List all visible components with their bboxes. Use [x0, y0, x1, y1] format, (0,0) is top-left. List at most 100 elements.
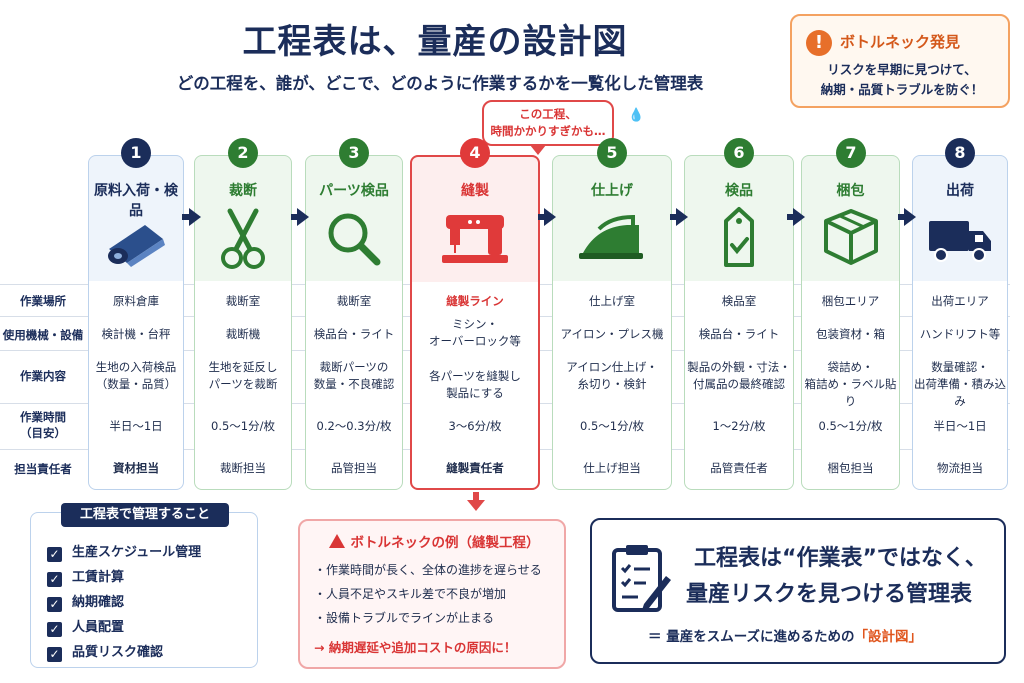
cell-content: 製品の外観・寸法・付属品の最終確認 — [687, 360, 791, 391]
flow-arrow-icon — [904, 208, 916, 226]
step-name: パーツ検品 — [319, 183, 389, 199]
step-column-2 — [194, 155, 292, 490]
step-number: 8 — [945, 138, 975, 168]
cell-machine: 検品台・ライト — [313, 327, 395, 341]
cell-machine: 検品台・ライト — [698, 327, 780, 341]
example-conclusion: → 納期遅延や追加コストの原因に！ — [314, 640, 517, 655]
sweat-drops-icon: 💧 — [628, 108, 645, 123]
step-name: 裁断 — [229, 183, 257, 199]
cell-place: 梱包エリア — [821, 294, 880, 308]
cell-owner: 物流担当 — [937, 461, 983, 475]
row-label-time: 作業時間 （目安） — [2, 409, 84, 441]
cell-owner: 資材担当 — [113, 461, 159, 475]
example-bullet: ・作業時間が長く、全体の進捗を遅らせる — [314, 563, 542, 577]
flow-arrow-icon — [189, 208, 201, 226]
cell-place: 原料倉庫 — [113, 294, 159, 308]
cell-time: 0.5〜1分/枚 — [818, 419, 883, 433]
page-title: 工程表は、量産の設計図 — [242, 22, 628, 62]
row-label-owner: 担当責任者 — [14, 462, 72, 476]
example-title: ボトルネックの例（縫製工程） — [350, 535, 540, 551]
step-column-5 — [552, 155, 672, 490]
cell-place: 仕上げ室 — [589, 294, 635, 308]
checkbox-icon: ✓ — [47, 572, 62, 587]
cell-owner: 裁断担当 — [220, 461, 266, 475]
cell-machine: 包装資材・箱 — [816, 327, 885, 341]
speech-bubble: この工程、 時間かかりすぎかも… — [482, 100, 614, 155]
step-number: 2 — [228, 138, 258, 168]
key-line-1: 工程表は“作業表”ではなく、 — [694, 546, 987, 571]
cell-place: 出荷エリア — [931, 294, 989, 308]
magnifier-icon — [328, 213, 381, 266]
cell-machine: アイロン・プレス機 — [560, 327, 664, 341]
cell-place: 裁断室 — [225, 294, 261, 308]
step-number: 4 — [460, 138, 490, 168]
cell-machine-line-1: ミシン・ — [452, 317, 498, 331]
clipboard-icon — [612, 545, 671, 612]
key-message-box: 工程表は“作業表”ではなく、 量産リスクを見つける管理表 ＝ 量産をスムーズに進… — [590, 518, 1006, 664]
page-subtitle: どの工程を、誰が、どこで、どのように作業するかを一覧化した管理表 — [176, 74, 704, 93]
cell-machine-line-2: オーバーロック等 — [429, 334, 521, 348]
tag-check-icon — [724, 207, 754, 267]
manage-list-box: 工程表で管理すること ✓生産スケジュール管理 ✓工賃計算 ✓納期確認 ✓人員配置… — [30, 503, 258, 668]
cell-content: 数量確認・出荷準備・積み込み — [914, 360, 1006, 408]
cell-time: 半日〜1日 — [109, 419, 163, 433]
checkbox-icon: ✓ — [47, 547, 62, 562]
warning-icon — [328, 534, 345, 548]
cell-content: 裁断パーツの数量・不良確認 — [313, 360, 395, 391]
cell-place: 縫製ライン — [446, 294, 504, 308]
manage-item: ✓品質リスク確認 — [47, 641, 163, 662]
row-label-time-2: （目安） — [20, 426, 66, 440]
fabric-roll-icon — [108, 225, 165, 267]
discovery-line-1: リスクを早期に見つけて、 — [827, 62, 977, 77]
discovery-line-2: 納期・品質トラブルを防ぐ！ — [820, 82, 984, 97]
step-number: 7 — [836, 138, 866, 168]
cell-place: 検品室 — [721, 294, 757, 308]
bottleneck-discovery-box: ! ボトルネック発見 リスクを早期に見つけて、 納期・品質トラブルを防ぐ！ — [790, 14, 1010, 108]
iron-icon — [579, 214, 643, 259]
manage-item: ✓納期確認 — [47, 591, 124, 612]
step-column-8 — [912, 155, 1008, 490]
cell-time: 0.5〜1分/枚 — [211, 419, 275, 433]
row-label-time-1: 作業時間 — [20, 410, 66, 424]
alert-icon: ! — [806, 30, 832, 56]
step-number: 5 — [597, 138, 627, 168]
down-arrow-icon — [467, 500, 485, 511]
cell-time: 0.5〜1分/枚 — [580, 419, 644, 433]
example-bullet: ・設備トラブルでラインが止まる — [314, 611, 495, 625]
manage-item: ✓人員配置 — [47, 616, 124, 637]
cell-content: 生地を延反しパーツを裁断 — [208, 360, 278, 391]
cell-owner: 梱包担当 — [827, 461, 874, 475]
step-name: 梱包 — [836, 183, 865, 199]
checkbox-icon: ✓ — [47, 647, 62, 662]
manage-item: ✓工賃計算 — [47, 566, 124, 587]
discovery-title: ボトルネック発見 — [840, 33, 961, 51]
cell-owner: 仕上げ担当 — [583, 461, 641, 475]
flow-arrow-icon — [676, 208, 688, 226]
manage-item: ✓生産スケジュール管理 — [47, 541, 201, 562]
flow-arrow-icon — [793, 208, 805, 226]
cell-owner: 品管責任者 — [710, 461, 768, 475]
sewing-machine-icon — [442, 215, 508, 263]
row-label-place: 作業場所 — [20, 294, 66, 308]
flow-arrow-icon — [544, 208, 556, 226]
manage-title: 工程表で管理すること — [61, 503, 229, 527]
cell-content: 生地の入荷検品（数量・品質） — [95, 360, 177, 391]
checkbox-icon: ✓ — [47, 597, 62, 612]
row-label-content: 作業内容 — [20, 369, 66, 383]
cell-machine: ミシン・ オーバーロック等 — [410, 316, 540, 350]
cell-machine: ハンドリフト等 — [919, 327, 1001, 341]
example-bullet: ・人員不足やスキル差で不良が増加 — [314, 587, 507, 601]
cell-content: アイロン仕上げ・糸切り・検針 — [566, 360, 658, 391]
checkbox-icon: ✓ — [47, 622, 62, 637]
step-number: 3 — [339, 138, 369, 168]
cell-content: 袋詰め・箱詰め・ラベル貼り — [804, 360, 897, 408]
step-name: 原料入荷・検品 — [94, 183, 178, 219]
cell-place: 裁断室 — [336, 294, 372, 308]
key-line-3: ＝ 量産をスムーズに進めるための「設計図」 — [648, 629, 923, 645]
bubble-line-1: この工程、 — [519, 107, 577, 121]
cell-owner: 縫製責任者 — [446, 461, 504, 475]
bottleneck-example-box: ボトルネックの例（縫製工程） ・作業時間が長く、全体の進捗を遅らせる ・人員不足… — [298, 519, 566, 669]
step-name: 仕上げ — [591, 183, 633, 199]
cell-time: 3〜6分/枚 — [448, 419, 502, 433]
row-label-machine: 使用機械・設備 — [2, 328, 84, 342]
